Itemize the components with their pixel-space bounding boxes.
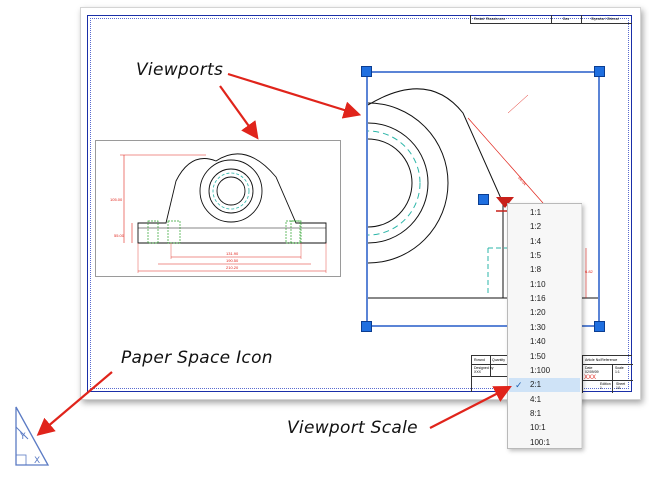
scale-option-label: 1:5 xyxy=(530,251,542,261)
dim-text: 84.04 xyxy=(517,175,528,186)
callout-viewports: Viewports xyxy=(136,60,224,80)
scale-option-label: 10:1 xyxy=(530,423,546,433)
tb-cell: Designed by xyxy=(474,366,494,370)
tb-cell: Sheet xyxy=(616,382,626,386)
dim-text: 190.50 xyxy=(226,258,239,263)
scale-option[interactable]: 1:100 xyxy=(509,364,580,378)
scale-option[interactable]: 100:1 xyxy=(509,436,580,450)
dim-text: 6.82 xyxy=(585,269,594,274)
title-block-top: Redad Rioauto-uno Dav Styeaha / Obiecal xyxy=(470,15,632,24)
checkmark-icon: ✓ xyxy=(515,380,523,391)
scale-option-label: 1:4 xyxy=(530,236,542,246)
scale-option[interactable]: 1:2 xyxy=(509,220,580,234)
scale-option-label: 1:1 xyxy=(530,208,542,217)
dim-text: 210.20 xyxy=(226,265,239,270)
paper-space-icon: Y X xyxy=(15,406,50,466)
menu-scrollbar[interactable] xyxy=(581,204,582,448)
tb-cell: Date xyxy=(585,366,593,370)
tb-cell: XXX xyxy=(584,375,597,381)
scale-option[interactable]: 1:16 xyxy=(509,292,580,306)
title-block-bottom: Rownd Quantity Designed by XXX Article N… xyxy=(471,355,633,393)
scale-option[interactable]: 1:40 xyxy=(509,335,580,349)
scale-option[interactable]: 1:8 xyxy=(509,263,580,277)
tb-cell: Article No/Reference xyxy=(585,358,618,362)
tb-cell: Scale xyxy=(615,366,624,370)
scale-option-label: 1:20 xyxy=(530,308,546,318)
scale-option[interactable]: 8:1 xyxy=(509,407,580,421)
tb-cell: Quantity xyxy=(492,358,506,362)
callout-paper-space-icon: Paper Space Icon xyxy=(121,348,273,368)
drawing-frame xyxy=(87,15,632,392)
tb-cell: 02/09/09 xyxy=(585,370,599,374)
viewport-front-view[interactable]: 131.90 190.50 210.20 105.00 55.00 xyxy=(95,140,341,277)
scale-option-label: 1:50 xyxy=(530,351,546,361)
scale-option-label: 4:1 xyxy=(530,394,542,404)
viewport-detail-view[interactable]: 84.04 6.82 xyxy=(366,71,600,327)
drawing-frame-inner xyxy=(90,18,629,389)
title-cell: Rioauto-uno xyxy=(486,17,506,21)
scale-option[interactable]: 1:50 xyxy=(509,350,580,364)
tb-cell: 1/1 xyxy=(616,386,621,390)
scale-option-label: 2:1 xyxy=(530,380,542,390)
scale-option[interactable]: 1:10 xyxy=(509,278,580,292)
grip-bottom-left[interactable] xyxy=(361,321,372,332)
scale-option-label: 1:40 xyxy=(530,337,546,347)
scale-option[interactable]: 10:1 xyxy=(509,421,580,435)
tb-cell: Edition xyxy=(600,382,611,386)
scale-option[interactable]: 1:5 xyxy=(509,249,580,263)
front-view-drawing: 131.90 190.50 210.20 105.00 55.00 xyxy=(110,153,327,273)
scale-option-label: 1:100 xyxy=(530,365,551,375)
scale-option-label: 1:2 xyxy=(530,222,542,232)
scale-option[interactable]: 1:1 xyxy=(509,206,580,220)
tb-cell: 1 xyxy=(600,386,602,390)
scale-option[interactable]: ✓ 2:1 xyxy=(509,378,580,393)
dim-text: 131.90 xyxy=(226,251,239,256)
dim-text: 55.00 xyxy=(114,233,125,238)
grip-center[interactable] xyxy=(478,194,489,205)
tb-cell: Rownd xyxy=(474,358,485,362)
scale-option-label: 1:8 xyxy=(530,265,542,275)
grip-top-right[interactable] xyxy=(594,66,605,77)
scale-option[interactable]: 1:20 xyxy=(509,306,580,320)
svg-text:Y: Y xyxy=(19,432,26,442)
dim-text: 105.00 xyxy=(110,197,123,202)
callout-viewport-scale: Viewport Scale xyxy=(287,418,418,438)
title-cell: Redad xyxy=(474,17,485,21)
scale-option-label: 1:30 xyxy=(530,322,546,332)
grip-bottom-right[interactable] xyxy=(594,321,605,332)
scale-option[interactable]: 1:4 xyxy=(509,235,580,249)
title-cell: Styeaha / Obiecal xyxy=(591,17,619,21)
detail-view-drawing: 84.04 6.82 xyxy=(368,88,598,299)
tb-cell: XXX xyxy=(474,370,482,374)
scale-option-label: 8:1 xyxy=(530,408,542,418)
scale-option-label: 1:16 xyxy=(530,294,546,304)
scale-option-label: 1:10 xyxy=(530,279,546,289)
svg-text:X: X xyxy=(34,456,40,466)
title-cell: Dav xyxy=(563,17,570,21)
viewport-scale-menu[interactable]: 1:1 1:2 1:4 1:5 1:8 1:10 1:16 1:20 1:30 1:40 1:50 1… xyxy=(507,203,582,449)
tb-cell: 1:1 xyxy=(615,370,620,374)
scale-option[interactable]: 4:1 xyxy=(509,393,580,407)
scale-option-label: 100:1 xyxy=(530,437,551,447)
scale-option[interactable]: 1:30 xyxy=(509,321,580,335)
grip-top-left[interactable] xyxy=(361,66,372,77)
